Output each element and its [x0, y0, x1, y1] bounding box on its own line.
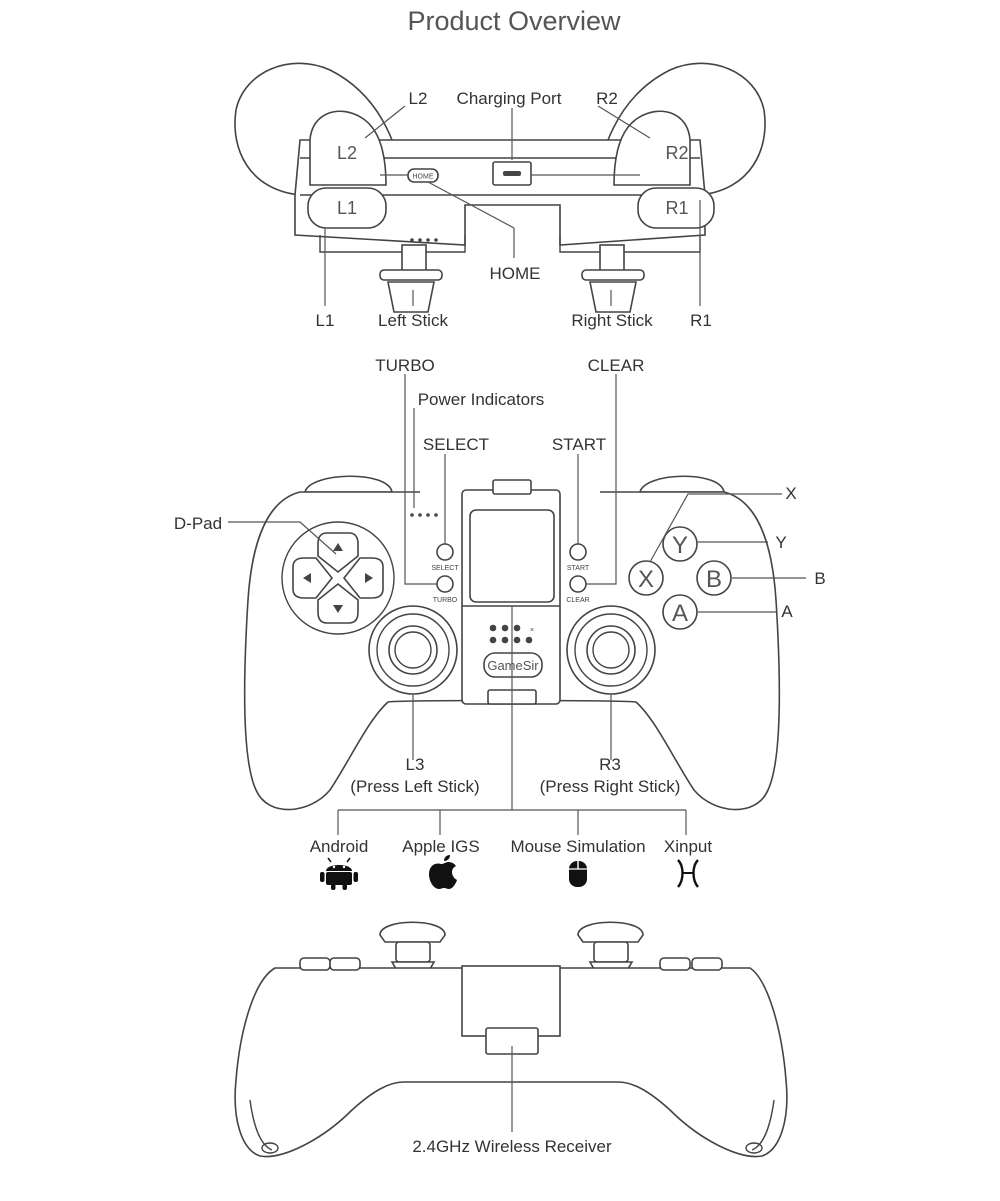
clear-label: CLEAR [588, 356, 645, 375]
right-analog-stick[interactable] [566, 605, 656, 695]
dpad[interactable] [281, 521, 395, 635]
mode-legend: Android Apple IGS Mouse Simulation Xinpu… [310, 606, 712, 890]
x-button-text: X [638, 566, 654, 593]
gamesir-logo [483, 652, 543, 678]
select-button[interactable] [436, 543, 454, 561]
charging-port-label: Charging Port [457, 89, 562, 108]
turbo-button[interactable] [436, 575, 454, 593]
select-label: SELECT [423, 435, 489, 454]
mode-indicator-row: × [489, 624, 534, 644]
right-stick-label: Right Stick [571, 311, 653, 330]
page-title: Product Overview [407, 6, 621, 36]
controller-back-view: 2.4GHz Wireless Receiver [234, 921, 788, 1158]
back-body [234, 967, 788, 1158]
start-label: START [552, 435, 606, 454]
back-receiver-bay [461, 965, 561, 1037]
dpad-down[interactable] [317, 582, 359, 624]
home-label: HOME [490, 264, 541, 283]
r3-label: R3 [599, 755, 621, 774]
controller-front-view: × GameSir SELECT TURBO START CLEAR [174, 356, 826, 811]
y-button-text: Y [672, 532, 688, 559]
b-label: B [814, 569, 825, 588]
android-icon [320, 857, 358, 890]
top-power-dots [410, 238, 438, 242]
left-stick-label: Left Stick [378, 311, 448, 330]
xinput-icon [677, 859, 699, 888]
dpad-left[interactable] [292, 557, 334, 599]
mode-android-label: Android [310, 837, 369, 856]
l3-note: (Press Left Stick) [350, 777, 479, 796]
y-label: Y [775, 533, 786, 552]
r2-label: R2 [596, 89, 618, 108]
mode-xinput-label: Xinput [664, 837, 712, 856]
dpad-right[interactable] [342, 557, 384, 599]
r2-trigger[interactable] [613, 110, 691, 186]
front-r1-bumper [638, 475, 725, 493]
l1-bumper-label: L1 [337, 198, 357, 218]
x-label: X [785, 484, 796, 503]
phone-holder-screen [469, 509, 555, 603]
select-button-text: SELECT [431, 565, 459, 572]
r1-bumper-label: R1 [665, 198, 688, 218]
clear-button[interactable] [569, 575, 587, 593]
power-indicators [410, 513, 438, 517]
r1-bumper[interactable] [637, 187, 715, 229]
x-button[interactable] [628, 560, 664, 596]
mode-mouse-label: Mouse Simulation [510, 837, 645, 856]
start-button-text: START [567, 565, 590, 572]
dpad-up[interactable] [317, 532, 359, 574]
left-analog-stick[interactable] [368, 605, 458, 695]
start-button[interactable] [569, 543, 587, 561]
l2-trigger[interactable] [309, 110, 387, 186]
turbo-button-text: TURBO [433, 597, 458, 604]
l1-bumper[interactable] [307, 187, 387, 229]
xinput-mode-mark: × [530, 627, 534, 634]
mode-apple-label: Apple IGS [402, 837, 480, 856]
clear-button-text: CLEAR [566, 597, 589, 604]
apple-icon [429, 855, 457, 889]
home-button-label: HOME [413, 174, 434, 181]
l2-trigger-label: L2 [337, 143, 357, 163]
y-button[interactable] [662, 526, 698, 562]
r3-note: (Press Right Stick) [540, 777, 681, 796]
a-button-text: A [672, 600, 688, 627]
gamesir-logo-text: GameSir [487, 658, 539, 673]
power-indicators-label: Power Indicators [418, 390, 545, 409]
r2-trigger-label: R2 [665, 143, 688, 163]
mouse-icon [569, 861, 587, 887]
b-button[interactable] [696, 560, 732, 596]
turbo-label: TURBO [375, 356, 435, 375]
top-right-stick[interactable] [581, 244, 645, 313]
l3-label: L3 [406, 755, 425, 774]
a-button[interactable] [662, 594, 698, 630]
controller-top-view: L2 R2 L1 R1 HOME [234, 62, 766, 330]
l2-label: L2 [409, 89, 428, 108]
l1-label: L1 [316, 311, 335, 330]
top-left-stick[interactable] [379, 244, 443, 313]
wireless-receiver-label: 2.4GHz Wireless Receiver [412, 1137, 612, 1156]
front-l1-bumper [303, 475, 393, 493]
dpad-label: D-Pad [174, 514, 222, 533]
r1-label: R1 [690, 311, 712, 330]
b-button-text: B [706, 566, 722, 593]
a-label: A [781, 602, 793, 621]
